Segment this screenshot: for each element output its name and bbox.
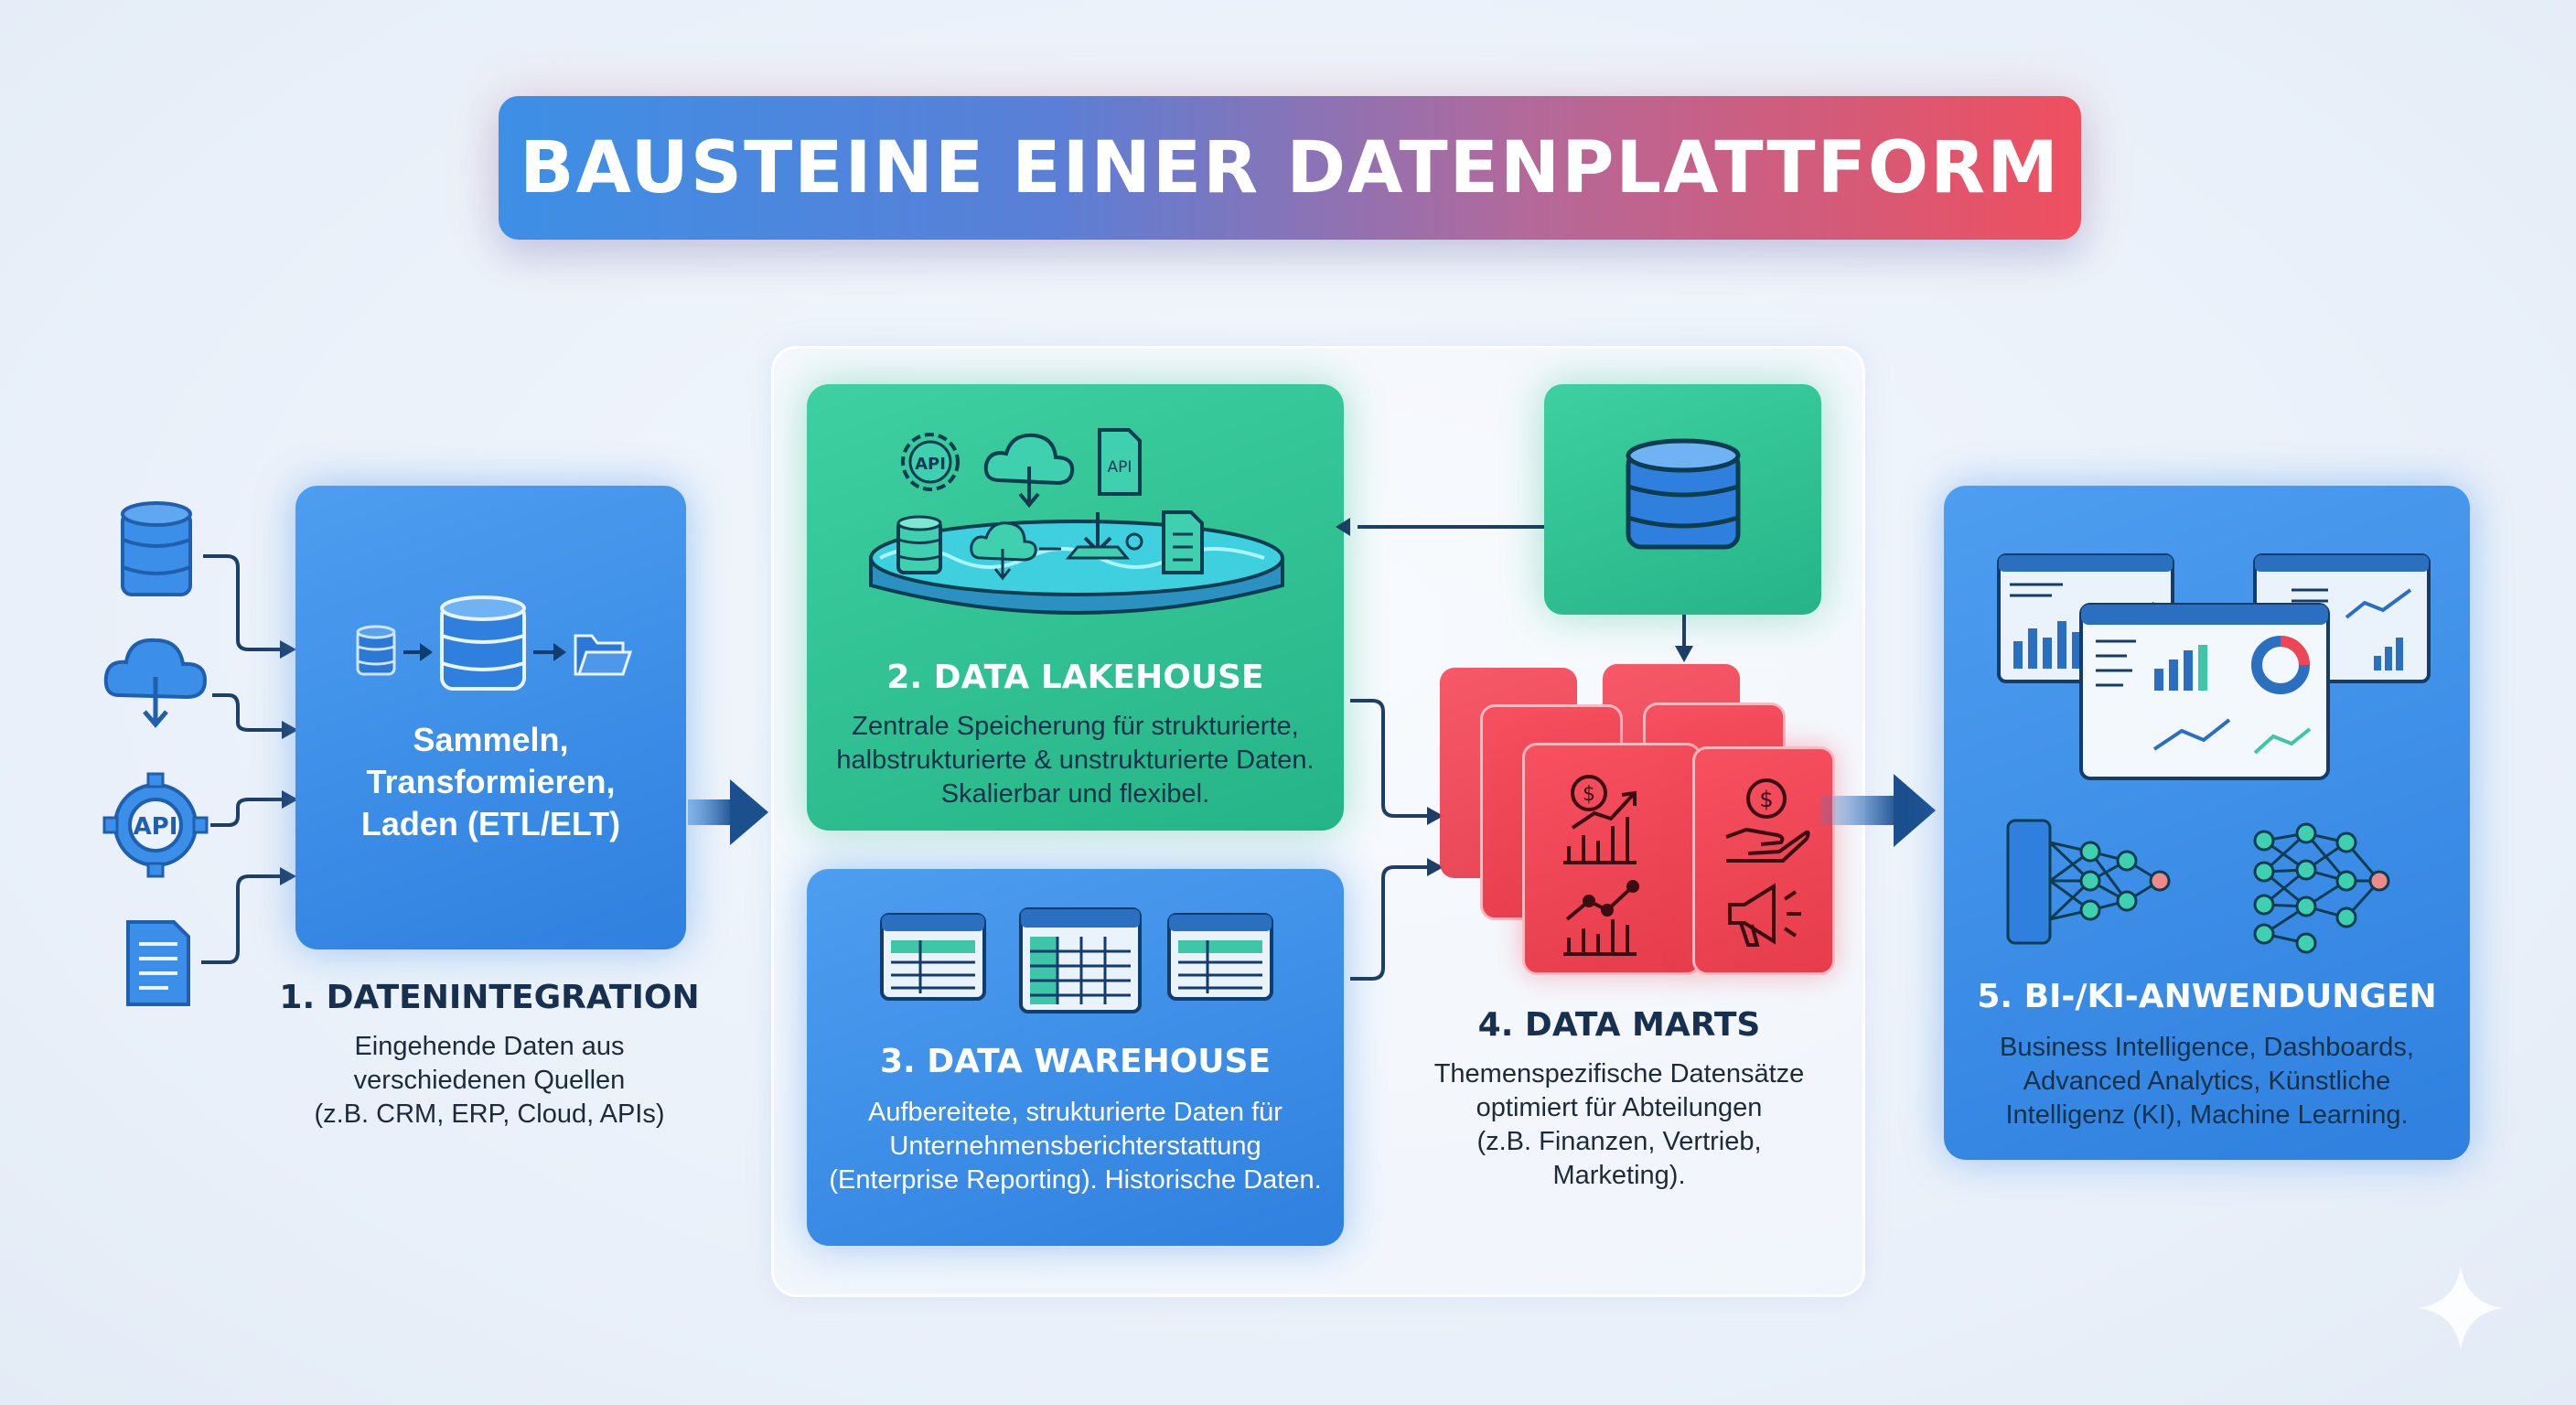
flow-arrow-integration-to-platform <box>688 779 768 845</box>
source-icons: API <box>102 501 298 1006</box>
lake-api-gear-icon: API <box>901 433 960 491</box>
bi-illustration <box>1997 553 2431 954</box>
neural-network-icon-left <box>2006 819 2171 945</box>
warehouse-table-icons <box>880 907 1273 1014</box>
lakehouse-illustration: API API <box>869 428 1284 615</box>
database-source-icon <box>121 501 192 596</box>
lake-cloud-icon <box>983 433 1075 509</box>
integration-card-text: Sammeln, Transformieren, Laden (ETL/ELT) <box>360 721 621 842</box>
svg-text:$: $ <box>1759 787 1773 812</box>
warehouse-card: 3. DATA WAREHOUSE Aufbereitete, struktur… <box>807 869 1344 1246</box>
spreadsheet-icon-1 <box>880 913 986 1001</box>
etl-flow-icons <box>356 595 633 691</box>
lake-small-cloud-icon <box>970 521 1037 581</box>
db-to-marts-arrow <box>1675 615 1693 662</box>
source-arrowheads <box>280 640 298 885</box>
mart-card-analytics: $ <box>1522 743 1701 975</box>
lake-download-icon <box>1065 512 1143 560</box>
small-database-icon <box>356 625 396 676</box>
lakehouse-heading: 2. DATA LAKEHOUSE <box>886 659 1264 696</box>
source-arrows <box>201 554 284 964</box>
growth-chart-icon <box>1563 880 1639 956</box>
folder-icon <box>574 634 633 676</box>
money-hand-icon: $ <box>1725 778 1810 863</box>
integration-card: Sammeln, Transformieren, Laden (ETL/ELT) <box>295 486 686 949</box>
mart-finance-icons: $ <box>1725 778 1810 947</box>
dashboard-window-center <box>2079 603 2330 780</box>
lakehouse-description: Zentrale Speicherung für strukturierte, … <box>836 712 1315 809</box>
source-database-card <box>1544 384 1821 615</box>
title-banner: BAUSTEINE EINER DATENPLATTFORM <box>499 96 2081 240</box>
mart-connectors <box>1336 518 1544 981</box>
sparkle-icon <box>2419 1266 2503 1350</box>
lake-file-icon <box>1162 510 1204 574</box>
page-title: BAUSTEINE EINER DATENPLATTFORM <box>520 126 2060 209</box>
bi-ki-card: 5. BI-/KI-ANWENDUNGEN Business Intellige… <box>1944 486 2470 1160</box>
flow-arrow-marts-to-bi <box>1820 774 1936 847</box>
api-gear-icon: API <box>102 772 209 878</box>
lake-database-icon <box>896 515 942 574</box>
lakehouse-card: API API <box>807 384 1344 831</box>
svg-text:API: API <box>915 455 946 474</box>
mart-source-database-icon <box>1626 438 1741 550</box>
marts-description: Themenspezifische Datensätze optimiert f… <box>1433 1059 1805 1190</box>
bi-heading: 5. BI-/KI-ANWENDUNGEN <box>1977 978 2437 1015</box>
central-database-icon <box>440 595 526 691</box>
bi-description: Business Intelligence, Dashboards, Advan… <box>2000 1033 2414 1130</box>
mart-analytics-icons: $ <box>1563 775 1639 956</box>
warehouse-description: Aufbereitete, strukturierte Daten für Un… <box>829 1098 1322 1195</box>
integration-heading: 1. DATENINTEGRATION <box>279 979 700 1016</box>
cloud-download-icon <box>103 638 208 728</box>
svg-text:API: API <box>134 813 178 841</box>
svg-text:API: API <box>1108 458 1132 477</box>
svg-text:$: $ <box>1583 783 1595 806</box>
finance-chart-icon: $ <box>1563 775 1637 864</box>
integration-description: Eingehende Daten aus verschiedenen Quell… <box>314 1032 665 1129</box>
marts-heading: 4. DATA MARTS <box>1477 1006 1761 1044</box>
document-source-icon <box>126 920 190 1006</box>
neural-network-icon-right <box>2253 822 2390 954</box>
lake-api-document-icon: API <box>1098 428 1142 496</box>
warehouse-heading: 3. DATA WAREHOUSE <box>879 1043 1272 1080</box>
megaphone-icon <box>1728 883 1801 947</box>
data-marts-stack: $ $ <box>1427 659 1857 988</box>
spreadsheet-icon-2 <box>1019 907 1142 1014</box>
mart-card-finance: $ <box>1692 746 1835 975</box>
spreadsheet-icon-3 <box>1167 913 1273 1001</box>
